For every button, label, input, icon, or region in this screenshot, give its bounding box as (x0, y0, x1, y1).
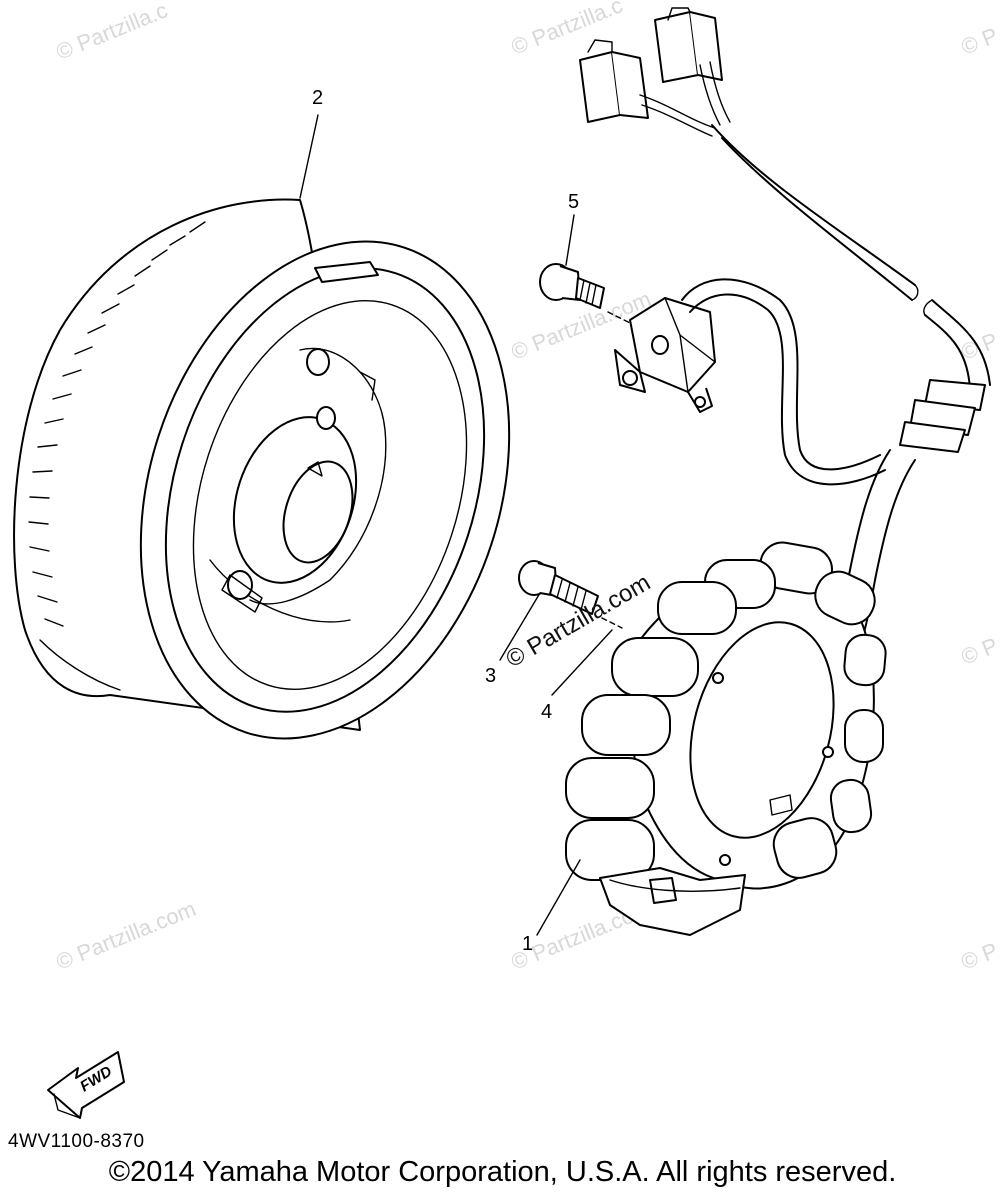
rotor-inner-bore (192, 300, 468, 690)
watermark: © P (958, 23, 1002, 60)
arrow-icon (47, 1051, 125, 1119)
fwd-arrow-badge: FWD (47, 1051, 125, 1119)
plate-hole (227, 570, 253, 600)
pickup-coil (614, 297, 716, 413)
rotor-key-tab (314, 261, 379, 283)
wire-harness (579, 7, 991, 669)
hub-plate (249, 347, 387, 605)
leader-part-2 (299, 114, 319, 199)
rotor-assembly (13, 198, 511, 740)
leader-part-1 (536, 859, 581, 936)
sheath-upper-a (711, 124, 916, 286)
sheath-upper-b (721, 137, 913, 301)
sheath-lower-a (931, 299, 991, 386)
leader-part-3 (499, 592, 541, 661)
copyright-notice: ©2014 Yamaha Motor Corporation, U.S.A. A… (108, 1156, 897, 1188)
callout-number: 2 (312, 87, 323, 109)
leader-part-4 (551, 629, 613, 696)
stator-screw (518, 560, 623, 629)
leader-part-5 (565, 214, 575, 266)
plate-notch (359, 371, 376, 401)
stator-coil (772, 817, 838, 879)
sheath-lower-b (924, 314, 971, 391)
callout-number: 1 (522, 933, 533, 955)
watermark: © P (958, 633, 1002, 670)
stator-coil (829, 778, 873, 834)
pickup-lead-b (689, 293, 886, 486)
watermark: © P (958, 938, 1002, 975)
stator-coil (611, 637, 699, 697)
plate-rivet-tab (221, 574, 263, 613)
stator-coil (844, 709, 884, 763)
callout-number: 3 (485, 665, 496, 687)
stator-coil (657, 581, 737, 635)
pickup-body (629, 297, 716, 393)
stator-screw-thread (549, 574, 599, 615)
stator-coil (814, 570, 876, 626)
stator-coil (843, 633, 887, 687)
watermark: © Partzilla.com (53, 896, 200, 975)
pickup-screw (539, 263, 633, 325)
part-code: 4WV1100-8370 (8, 1131, 145, 1152)
callout-number: 5 (568, 191, 579, 213)
hub-shaft-bore (282, 460, 354, 564)
stator-wire-bundle (599, 867, 746, 936)
watermark: © Partzilla.c (508, 0, 626, 60)
stator-coil (581, 694, 671, 756)
plate-hole (316, 406, 336, 430)
callout-number: 4 (541, 701, 552, 723)
stator-assembly (565, 541, 887, 936)
pickup-hole (651, 335, 669, 355)
hub-plate-lower (209, 559, 351, 623)
screw-centerline (607, 311, 633, 325)
plate-hole (306, 348, 330, 376)
ring-gear-teeth (28, 221, 206, 627)
watermark: © Partzilla.c (53, 0, 171, 65)
pickup-lead-a (681, 278, 881, 471)
rim-lower-edge (39, 639, 121, 691)
keyway (307, 461, 323, 477)
stator-coil (565, 757, 655, 819)
callout-leaders (299, 114, 613, 936)
